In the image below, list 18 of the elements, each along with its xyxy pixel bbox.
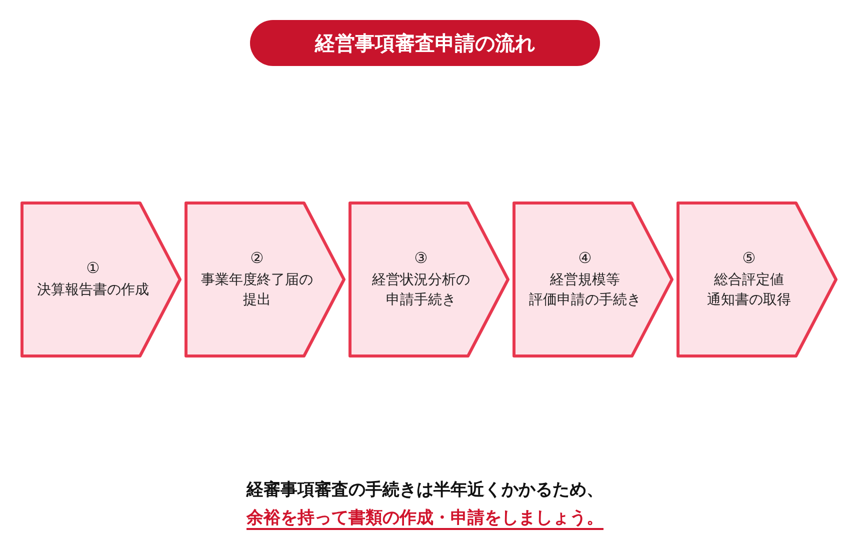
- chevron-step: [512, 201, 674, 358]
- step-label: 事業年度終了届の提出: [201, 271, 313, 310]
- step-number: ④: [578, 248, 592, 270]
- chevron-step: [20, 201, 182, 358]
- note-text: 経審事項審査の手続きは半年近くかかるため、: [246, 480, 604, 500]
- chevron-step: [348, 201, 510, 358]
- note-text: 余裕を持って書類の作成・申請をしましょう。: [246, 508, 604, 528]
- step-label: 経営状況分析の申請手続き: [372, 271, 470, 310]
- chevron-step: [676, 201, 838, 358]
- step-number: ②: [250, 248, 264, 270]
- title-pill: 経営事項審査申請の流れ: [250, 20, 600, 66]
- chevron-step: [184, 201, 346, 358]
- step-number: ③: [414, 248, 428, 270]
- step-number: ⑤: [742, 248, 756, 270]
- step-label: 経営規模等評価申請の手続き: [529, 271, 641, 310]
- step-number: ①: [86, 258, 100, 280]
- step-label: 決算報告書の作成: [37, 281, 149, 300]
- step-label: 総合評定値通知書の取得: [707, 271, 791, 310]
